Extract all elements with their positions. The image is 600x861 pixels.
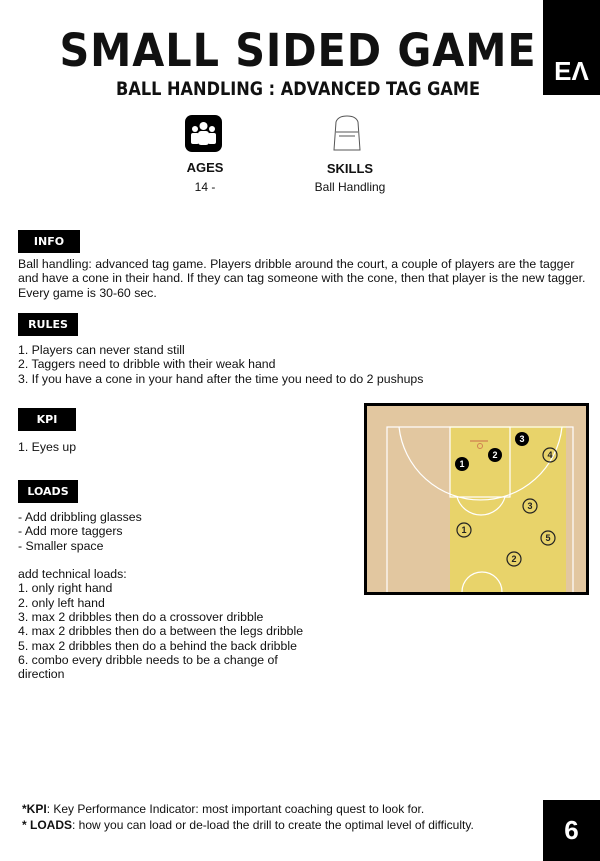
rim — [477, 443, 483, 449]
loads-key: * LOADS — [22, 818, 73, 832]
svg-text:3: 3 — [519, 434, 524, 444]
rule-item: 2. Taggers need to dribble with their we… — [18, 357, 276, 372]
info-heading: INFO — [18, 230, 80, 253]
loads-list: - Add dribbling glasses - Add more tagge… — [18, 510, 598, 682]
load-item: 1. only right hand — [18, 581, 113, 596]
rule-item: 1. Players can never stand still — [18, 343, 185, 357]
svg-text:2: 2 — [492, 450, 497, 460]
backpack-icon — [330, 114, 364, 159]
rules-heading: RULES — [18, 313, 78, 336]
tagger-markers: 1 2 3 1 2 3 4 5 — [455, 432, 558, 567]
player-4: 4 — [547, 450, 552, 460]
info-line: Ball handling: advanced tag game. Player… — [18, 257, 575, 271]
three-point-line — [398, 426, 563, 501]
loads-definition: : how you can load or de-load the drill … — [72, 818, 474, 832]
kpi-list: 1. Eyes up — [18, 440, 598, 454]
kpi-key: *KPI — [22, 802, 47, 816]
skills-label: SKILLS — [326, 161, 374, 176]
kpi-item: 1. Eyes up — [18, 440, 77, 454]
page-number: 6 — [543, 800, 600, 861]
player-2: 2 — [511, 554, 516, 564]
skills-value: Ball Handling — [314, 180, 386, 194]
player-3: 3 — [527, 501, 532, 511]
load-item: 3. max 2 dribbles then do a crossover dr… — [18, 610, 264, 625]
load-item: - Smaller space — [18, 538, 104, 553]
load-item: 4. max 2 dribbles then do a between the … — [18, 624, 304, 639]
brand-logo: EΛ — [543, 0, 600, 95]
player-5: 5 — [545, 533, 550, 543]
load-item: add technical loads: — [18, 567, 127, 582]
page-title: SMALL SIDED GAME — [59, 24, 537, 77]
court-diagram: 1 2 3 1 2 3 4 5 — [364, 403, 589, 598]
play-zone — [450, 426, 566, 592]
footnote-kpi: *KPI: Key Performance Indicator: most im… — [22, 802, 424, 816]
tagger-2: 2 — [488, 448, 502, 462]
rules-list: 1. Players can never stand still 2. Tagg… — [18, 343, 598, 386]
info-line: Every game is 30-60 sec. — [18, 285, 157, 300]
loads-heading: LOADS — [18, 480, 78, 503]
player-1: 1 — [461, 525, 466, 535]
svg-text:1: 1 — [459, 459, 464, 469]
info-line: and have a cone in their hand. If they c… — [18, 271, 586, 286]
ages-label: AGES — [186, 160, 224, 175]
page-subtitle: BALL HANDLING : ADVANCED TAG GAME — [116, 78, 480, 100]
load-item: - Add more taggers — [18, 524, 123, 539]
kpi-definition: : Key Performance Indicator: most import… — [46, 802, 425, 816]
load-item: 2. only left hand — [18, 595, 105, 610]
load-item: - Add dribbling glasses — [18, 510, 142, 524]
tagger-3: 3 — [515, 432, 529, 446]
rule-item: 3. If you have a cone in your hand after… — [18, 371, 424, 386]
people-icon — [185, 115, 222, 152]
load-item: 5. max 2 dribbles then do a behind the b… — [18, 638, 297, 653]
load-item: 6. combo every dribble needs to be a cha… — [18, 652, 278, 667]
kpi-heading: KPI — [18, 408, 76, 431]
tagger-1: 1 — [455, 457, 469, 471]
info-text: Ball handling: advanced tag game. Player… — [18, 257, 598, 300]
footnote-loads: * LOADS: how you can load or de-load the… — [22, 818, 474, 832]
ages-value: 14 - — [194, 180, 216, 194]
load-item: direction — [18, 667, 65, 682]
